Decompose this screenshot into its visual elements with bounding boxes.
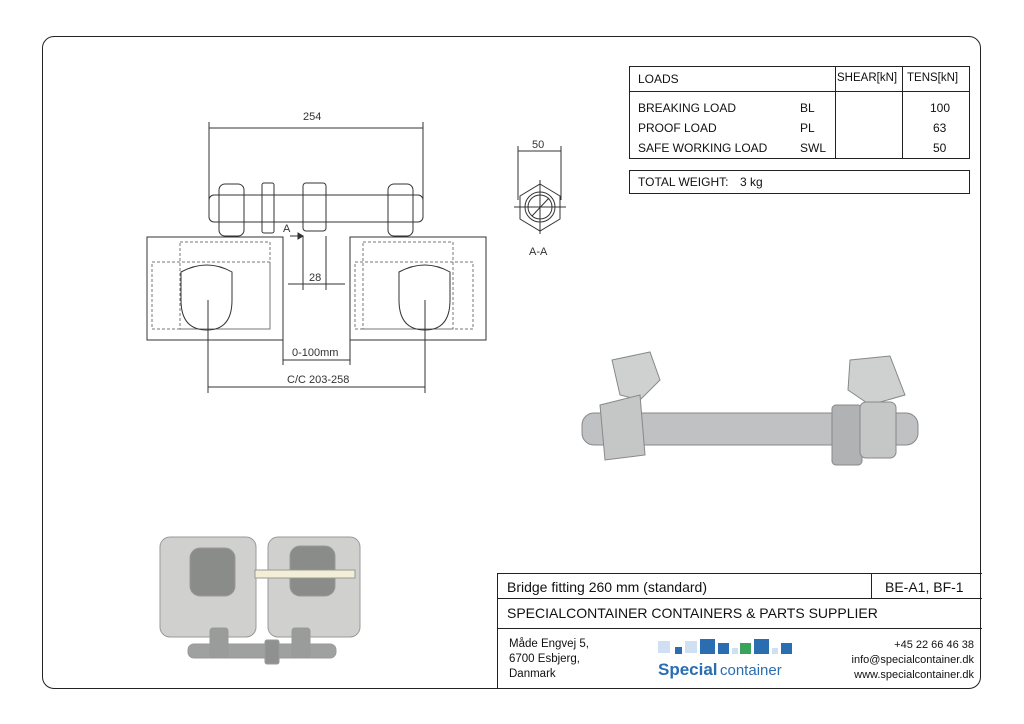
dim-nut-label: 28 — [309, 272, 322, 284]
dim-length-label: 254 — [303, 111, 322, 123]
drawing-code: BE-A1, BF-1 — [885, 579, 964, 595]
row-abbr: PL — [800, 121, 815, 135]
right-hook — [387, 183, 414, 237]
weight-value: 3 kg — [740, 175, 763, 189]
address-line: 6700 Esbjerg, — [509, 653, 580, 665]
address-line: Danmark — [509, 668, 556, 680]
dim-cc-label: C/C 203-258 — [287, 374, 350, 386]
loads-table: LOADS SHEAR[kN] TENS[kN] BREAKING LOAD B… — [629, 66, 970, 159]
website[interactable]: www.specialcontainer.dk — [854, 669, 974, 681]
header-tens: TENS[kN] — [907, 72, 959, 84]
section-dim-label: 50 — [532, 139, 545, 151]
company-row: SPECIALCONTAINER CONTAINERS & PARTS SUPP… — [497, 598, 982, 629]
row-tens: 100 — [930, 101, 951, 115]
right-slot — [398, 264, 451, 331]
left-hook — [218, 183, 245, 237]
row-tens: 50 — [933, 141, 947, 155]
blocks-photo — [159, 536, 361, 665]
header-shear: SHEAR[kN] — [837, 72, 898, 84]
row-abbr: BL — [800, 101, 815, 115]
drawing-title: Bridge fitting 260 mm (standard) — [507, 579, 707, 595]
left-slot — [180, 264, 233, 331]
row-name: PROOF LOAD — [638, 121, 717, 135]
row-abbr: SWL — [800, 141, 827, 155]
phone: +45 22 66 46 38 — [894, 639, 974, 651]
company-logo: Special container — [658, 637, 798, 683]
row-tens: 63 — [933, 121, 947, 135]
hex-nut — [302, 182, 327, 232]
weight-box: TOTAL WEIGHT: 3 kg — [629, 170, 970, 194]
contact-row: Måde Engvej 5, 6700 Esbjerg, Danmark Spe… — [497, 628, 982, 689]
dim-gap-label: 0-100mm — [292, 347, 339, 359]
company-name: SPECIALCONTAINER CONTAINERS & PARTS SUPP… — [507, 605, 878, 621]
drawing-border — [42, 36, 981, 689]
lock-nut — [261, 182, 275, 234]
section-label: A-A — [529, 246, 548, 258]
email[interactable]: info@specialcontainer.dk — [851, 654, 974, 666]
left-block — [146, 236, 284, 341]
logo-text-light: container — [720, 662, 782, 679]
address-line: Måde Engvej 5, — [509, 638, 589, 650]
row-name: SAFE WORKING LOAD — [638, 141, 768, 155]
row-name: BREAKING LOAD — [638, 101, 737, 115]
weight-label: TOTAL WEIGHT: — [638, 175, 729, 189]
right-block — [349, 236, 487, 341]
logo-text-bold: Special — [658, 660, 718, 679]
bolt-rod — [208, 194, 424, 223]
header-loads: LOADS — [638, 72, 679, 86]
section-marker-label: A — [283, 223, 291, 235]
bolt-photo — [581, 351, 919, 466]
title-row: Bridge fitting 260 mm (standard) BE-A1, … — [497, 573, 982, 599]
